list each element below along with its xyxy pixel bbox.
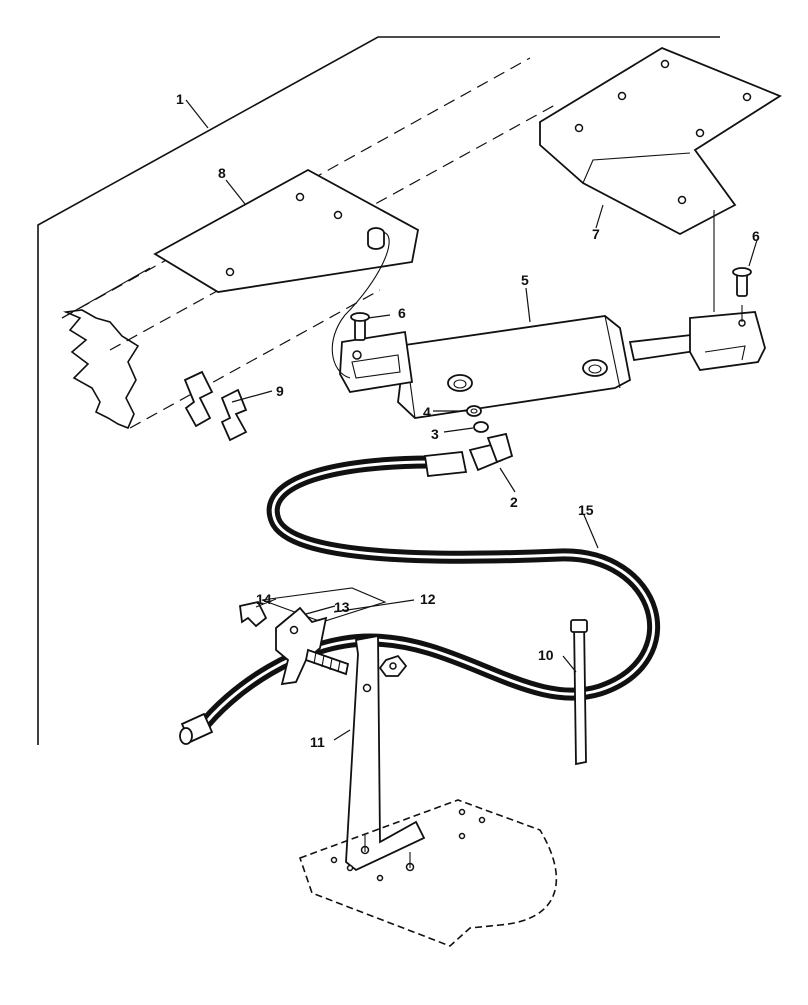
callout-5: 5 [521, 272, 529, 288]
clevis-pin-6-right [732, 267, 752, 297]
callout-4: 4 [423, 404, 431, 420]
bracket-11 [345, 634, 426, 872]
cable-tie-10 [570, 618, 588, 766]
leader-lines [185, 99, 758, 741]
callout-6-right: 6 [752, 228, 760, 244]
callout-14: 14 [256, 591, 272, 607]
tag-12 [261, 587, 387, 623]
callout-2: 2 [510, 494, 518, 510]
callout-10: 10 [538, 647, 554, 663]
callout-3: 3 [431, 426, 439, 442]
nut [378, 654, 408, 677]
callout-1: 1 [176, 91, 184, 107]
clevis-pin-6-left [350, 312, 370, 341]
clip-9 [183, 370, 248, 442]
callout-13: 13 [334, 599, 350, 615]
callout-6-left: 6 [398, 305, 406, 321]
hydraulic-cylinder-5 [339, 311, 766, 419]
hose-clamp-13 [275, 606, 328, 686]
fitting-4 [466, 405, 482, 417]
step-plate [298, 799, 558, 947]
bracket-7 [539, 46, 782, 236]
callout-9: 9 [276, 383, 284, 399]
hose-end-fitting [179, 712, 214, 745]
callout-15: 15 [578, 502, 594, 518]
callout-8: 8 [218, 165, 226, 181]
mounting-plate-8 [153, 168, 420, 293]
callout-7: 7 [592, 226, 600, 242]
clip-14 [239, 600, 268, 628]
callout-11: 11 [310, 734, 325, 750]
frame-outline [37, 36, 720, 745]
hose-fitting-2 [423, 432, 514, 477]
alignment-lines [331, 210, 743, 379]
callout-12: 12 [420, 591, 436, 607]
washer-3 [473, 421, 489, 433]
clamp-bolt [304, 648, 350, 676]
